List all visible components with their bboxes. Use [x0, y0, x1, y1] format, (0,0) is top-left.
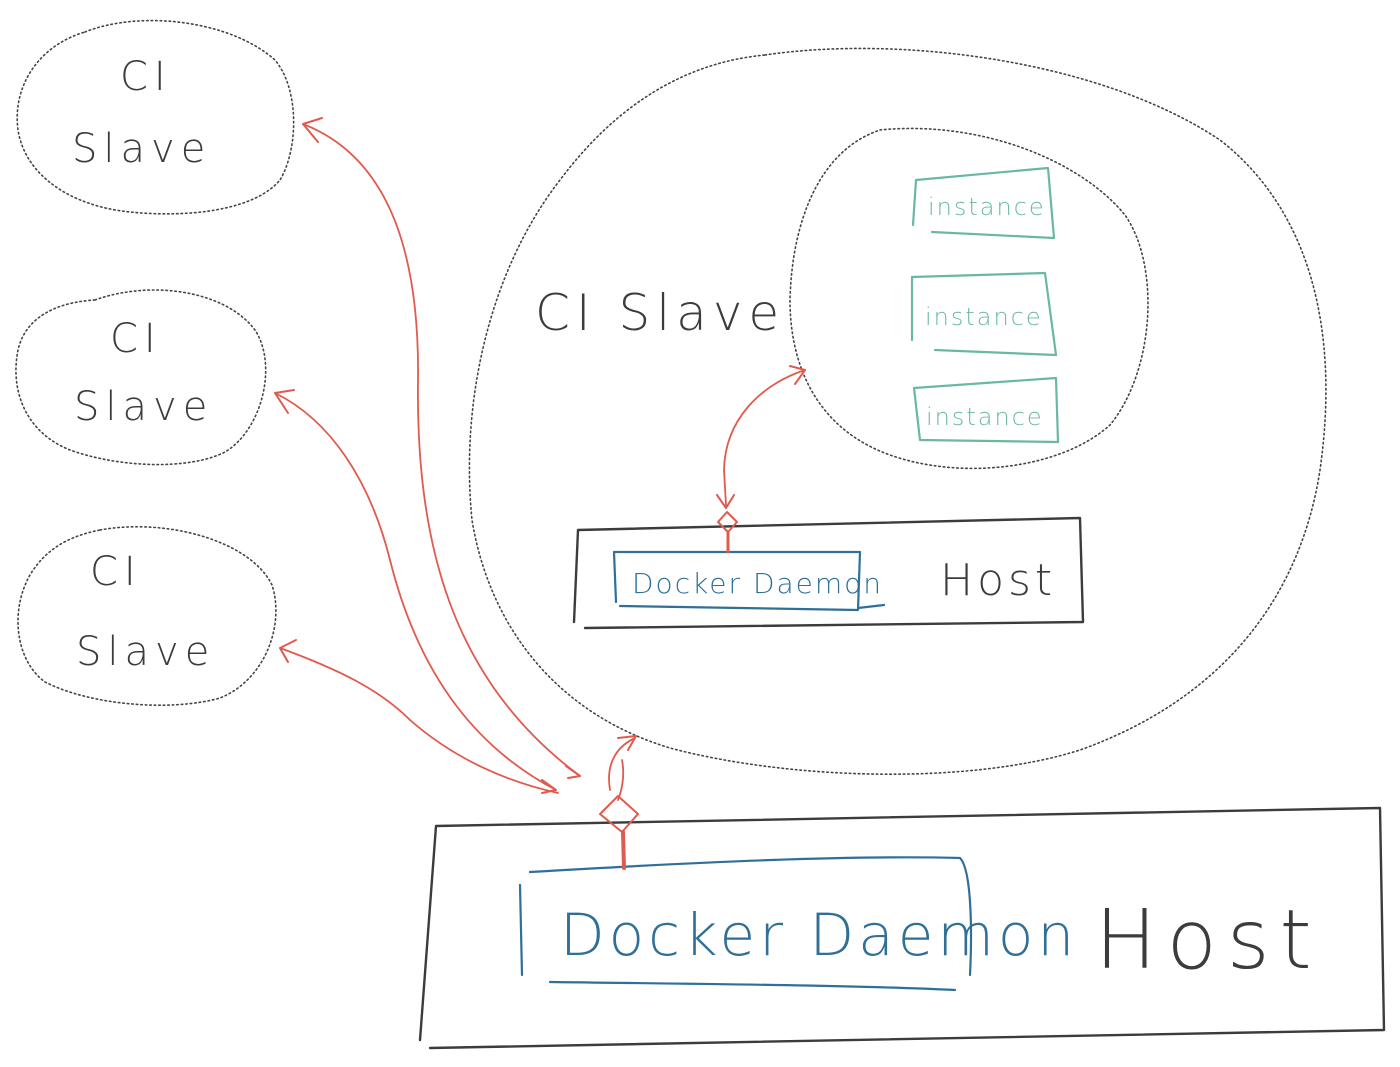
- connection-instances-to-inner-daemon: [716, 365, 806, 554]
- inner-docker-daemon-box: [612, 550, 886, 612]
- bottom-host-label: Host: [1095, 893, 1322, 988]
- ci-slave-top-left: CI Slave: [16, 19, 295, 215]
- connection-top-left-slave: [302, 117, 581, 779]
- instance-label: instance: [925, 303, 1043, 331]
- bottom-host: Host Docker Daemon: [418, 806, 1386, 1050]
- connector-diamond-icon: [717, 511, 738, 533]
- big-ci-slave: CI Slave instance instance instance Host…: [468, 47, 1327, 775]
- inner-host-label: Host: [940, 555, 1056, 606]
- ci-slave-boundary: [17, 525, 277, 706]
- ci-slave-label-line2: Slave: [76, 629, 215, 675]
- connector-diamond-icon: [599, 795, 639, 833]
- ci-slave-middle-left: CI Slave: [15, 289, 267, 466]
- ci-slave-label-line1: CI: [120, 54, 172, 100]
- instance-box: instance: [911, 166, 1056, 240]
- instances-group-boundary: [789, 127, 1149, 470]
- instance-box: instance: [910, 271, 1058, 357]
- ci-slave-label-line2: Slave: [74, 384, 213, 430]
- arrowhead-icon: [274, 389, 295, 414]
- arrowhead-icon: [302, 117, 323, 143]
- connection-bottom-left-slave: [279, 639, 559, 794]
- bottom-docker-daemon-box: [518, 856, 973, 992]
- big-ci-slave-label: CI Slave: [535, 284, 785, 342]
- connection-middle-left-slave: [274, 389, 557, 794]
- ci-slave-bottom-left: CI Slave: [17, 525, 277, 706]
- inner-host: Host Docker Daemon: [572, 516, 1085, 630]
- arrowhead-icon: [541, 779, 557, 794]
- arrowhead-icon: [617, 735, 637, 751]
- instance-label: instance: [928, 193, 1046, 221]
- ci-slave-label-line1: CI: [90, 549, 142, 595]
- arrowhead-icon: [279, 639, 297, 663]
- instance-box: instance: [912, 376, 1060, 444]
- arrowhead-icon: [565, 765, 581, 779]
- connection-big-slave-to-bottom-daemon: [599, 735, 639, 870]
- arrowhead-icon: [716, 494, 735, 509]
- big-ci-slave-boundary: [468, 47, 1327, 775]
- inner-docker-daemon-label: Docker Daemon: [632, 567, 883, 600]
- arrowhead-icon: [789, 365, 806, 385]
- ci-slave-label-line2: Slave: [72, 126, 211, 172]
- ci-slave-boundary: [15, 289, 267, 466]
- ci-slave-boundary: [16, 19, 295, 215]
- instance-label: instance: [926, 403, 1044, 431]
- ci-slave-label-line1: CI: [110, 316, 162, 362]
- bottom-docker-daemon-label: Docker Daemon: [560, 901, 1078, 969]
